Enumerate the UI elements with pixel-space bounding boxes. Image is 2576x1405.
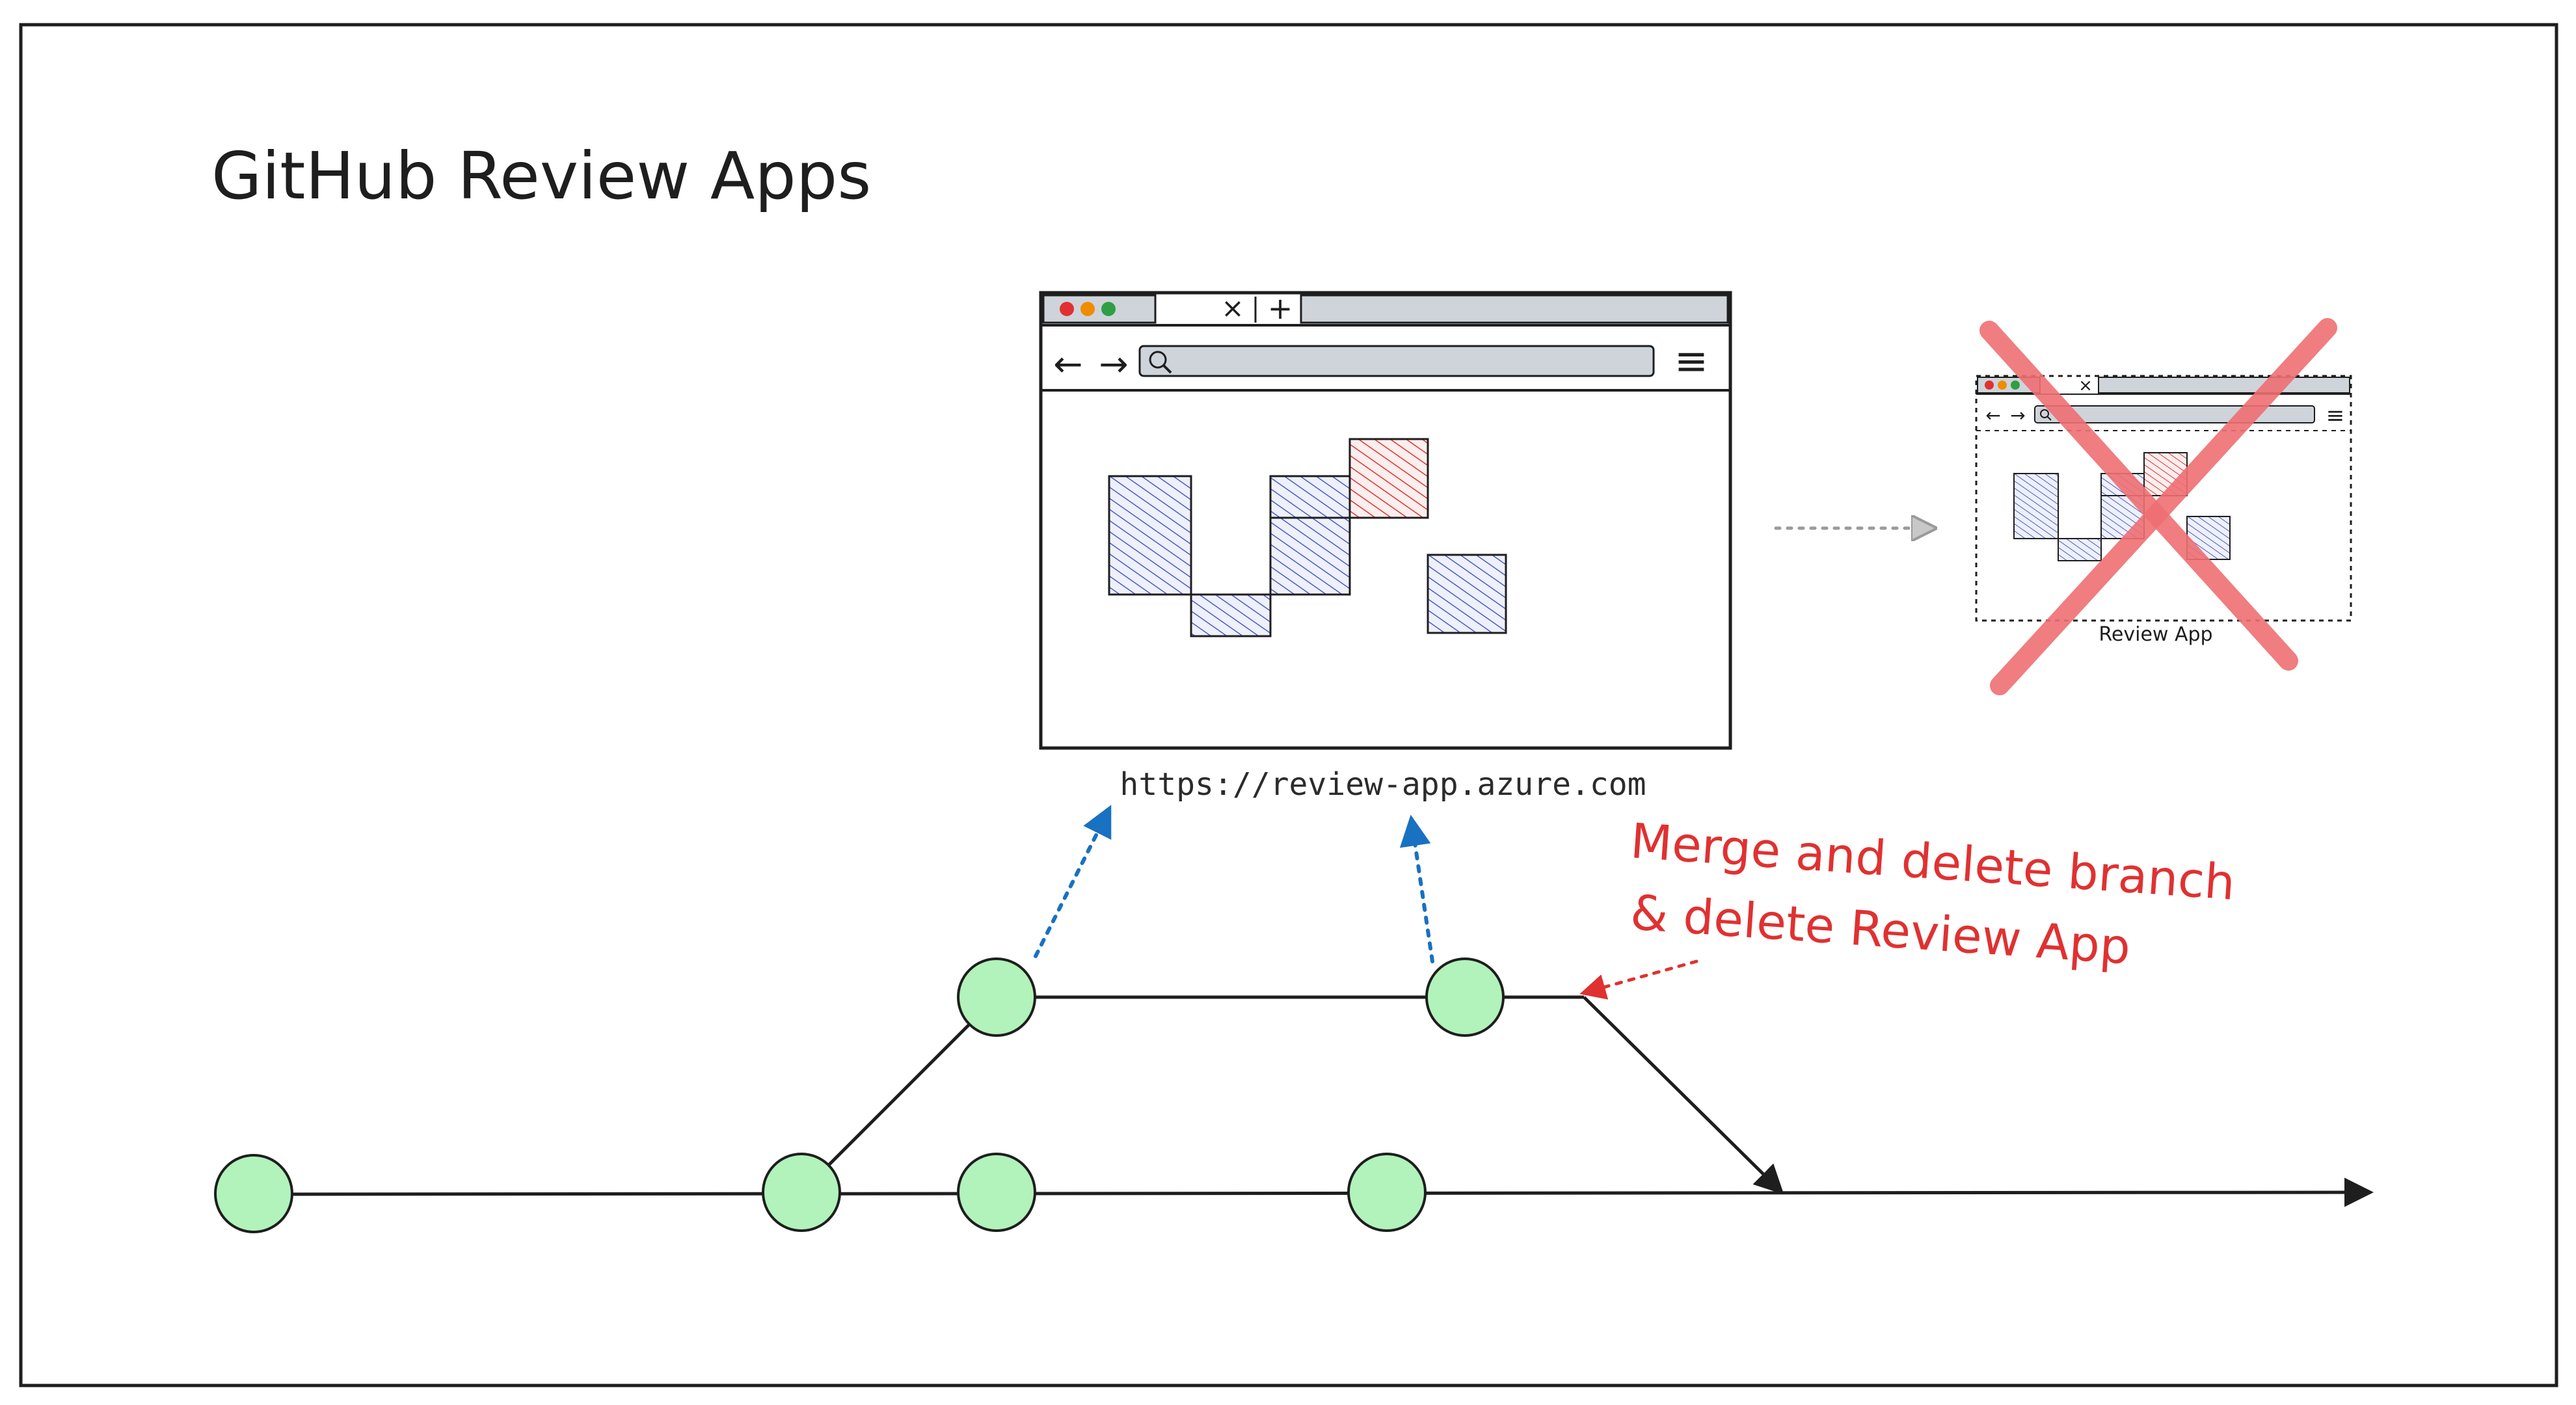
inactive-tab-area <box>1300 294 1729 324</box>
feature-commit-node[interactable] <box>957 957 1036 1037</box>
deploy-arrow-blue <box>1034 805 1112 958</box>
content-block <box>1108 475 1192 596</box>
commit-node[interactable] <box>957 1153 1036 1232</box>
git-graph <box>214 957 2374 1233</box>
content-block-highlight <box>1348 438 1429 519</box>
merge-annotation-arrow <box>1579 959 1698 1000</box>
deleted-review-app: × + ← → ≡ Review App <box>1975 318 2352 695</box>
small-minimize-dot <box>1998 381 2007 390</box>
small-forward-arrow-icon: → <box>2010 405 2025 426</box>
outer-frame <box>19 23 2558 1387</box>
window-close-dot[interactable] <box>1060 302 1074 316</box>
small-tab-close-icon: × <box>2078 376 2093 395</box>
new-tab-icon[interactable]: + <box>1268 291 1293 326</box>
large-browser-window: × + ← → ≡ <box>1039 291 1732 750</box>
content-block <box>1269 475 1351 519</box>
deploy-arrow-blue <box>1399 814 1434 963</box>
deleted-cross-icon <box>1979 318 2337 695</box>
forward-arrow-icon[interactable]: → <box>1099 343 1128 384</box>
content-block <box>1427 554 1507 634</box>
diagram-title: GitHub Review Apps <box>211 138 871 214</box>
small-maximize-dot <box>2011 381 2020 390</box>
branch-out-line <box>800 996 998 1194</box>
menu-icon[interactable]: ≡ <box>1674 337 1708 384</box>
feature-commit-node[interactable] <box>1425 957 1505 1037</box>
small-search-icon <box>2040 409 2052 421</box>
address-bar[interactable] <box>1138 345 1655 377</box>
small-back-arrow-icon: ← <box>1985 405 2000 426</box>
merge-line <box>1583 996 1784 1195</box>
search-icon <box>1149 351 1172 374</box>
window-minimize-dot[interactable] <box>1080 302 1095 316</box>
commit-node[interactable] <box>214 1154 293 1233</box>
small-menu-icon: ≡ <box>2326 403 2345 429</box>
commit-node[interactable] <box>762 1153 841 1232</box>
back-arrow-icon[interactable]: ← <box>1053 343 1082 384</box>
window-maximize-dot[interactable] <box>1101 302 1116 316</box>
small-inactive-tab-area <box>2098 377 2350 394</box>
main-branch-line <box>253 1177 2374 1207</box>
small-browser-label: Review App <box>2099 623 2212 646</box>
review-app-url[interactable]: https://review-app.azure.com <box>1120 766 1646 803</box>
small-content-block <box>2013 473 2059 539</box>
small-content-block <box>2058 538 2102 561</box>
content-block <box>1190 593 1272 637</box>
content-block <box>1269 516 1351 596</box>
tab-close-icon[interactable]: × <box>1221 292 1244 324</box>
commit-node[interactable] <box>1347 1153 1427 1232</box>
small-close-dot <box>1985 381 1994 390</box>
